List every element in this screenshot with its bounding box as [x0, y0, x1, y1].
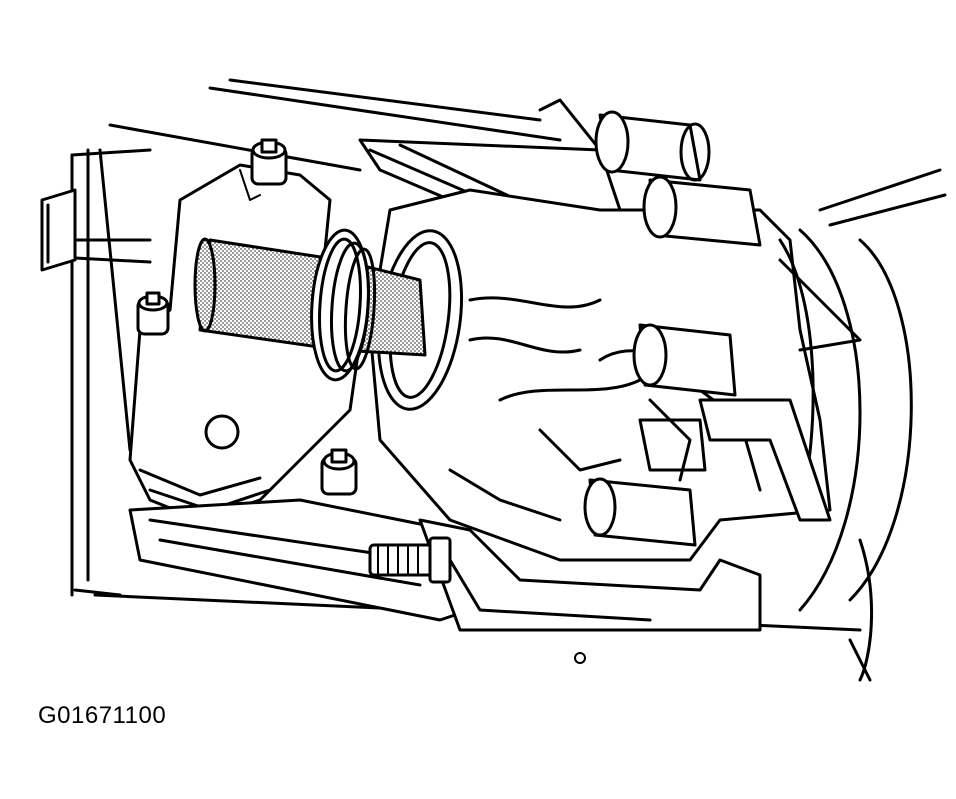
pump-port-lower [583, 477, 697, 547]
filter-element [193, 228, 427, 382]
bolt-lower-center [320, 448, 358, 496]
lower-base-bracket [128, 498, 762, 664]
left-shaft-stub [40, 188, 152, 272]
pump-port-upper [642, 175, 762, 247]
pump-port-middle [632, 323, 737, 397]
right-clamp [638, 258, 862, 522]
bolt-mid-left [136, 291, 170, 336]
figure-id-label: G01671100 [38, 702, 167, 729]
pump-port-top [594, 110, 711, 182]
bolt-top-left [250, 138, 288, 186]
